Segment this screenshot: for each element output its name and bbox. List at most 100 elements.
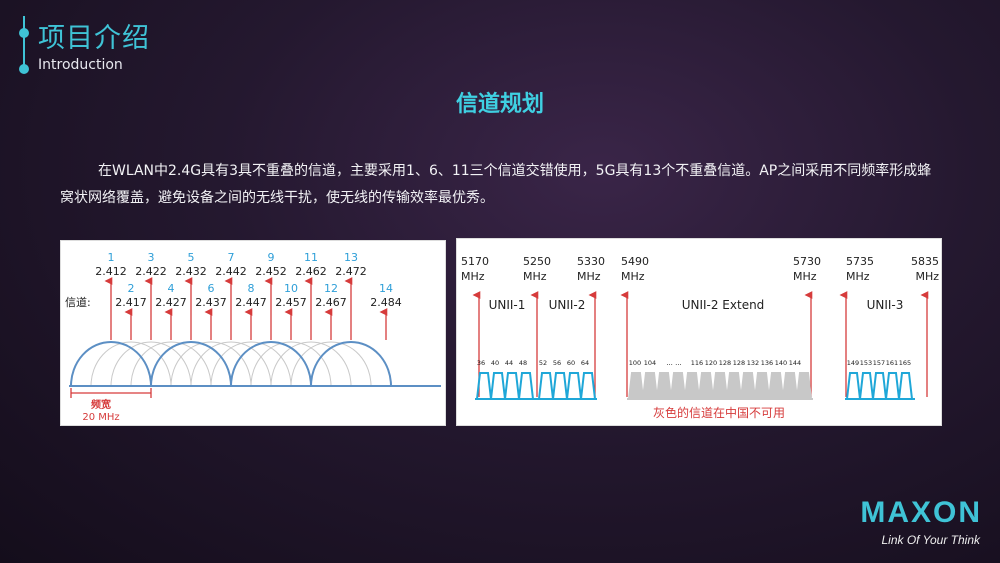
- channel-shape: [580, 372, 596, 400]
- channel-number: 48: [519, 359, 527, 367]
- channel-5g-svg: 5170MHz5250MHz5330MHz5490MHz5730MHz5735M…: [461, 255, 939, 420]
- channel-frequency: 2.462: [295, 265, 327, 278]
- channel-number: 116: [691, 359, 703, 367]
- channel-arc-grey: [210, 341, 292, 387]
- bandwidth-label: 频宽: [91, 398, 111, 411]
- band-label: UNII-3: [867, 298, 904, 312]
- channel-number: 9: [268, 251, 275, 264]
- channel-number: 7: [228, 251, 235, 264]
- channel-label: 信道:: [65, 295, 91, 309]
- channel-number: 161: [886, 359, 898, 367]
- channel-frequency: 2.467: [315, 296, 347, 309]
- channel-number: 40: [491, 359, 499, 367]
- frequency-value: 5250: [523, 255, 551, 268]
- channel-shape-unavailable: [740, 372, 756, 400]
- availability-note: 灰色的信道在中国不可用: [653, 405, 785, 420]
- channel-number: 13: [344, 251, 358, 264]
- channel-number: 8: [248, 282, 255, 295]
- channel-shape-unavailable: [628, 372, 644, 400]
- channel-frequency: 2.447: [235, 296, 267, 309]
- channel-number: 60: [567, 359, 575, 367]
- frequency-unit: MHz: [915, 270, 939, 283]
- channel-24g-svg: 12.41232.42252.43272.44292.452112.462132…: [65, 251, 441, 423]
- channel-number: 104: [644, 359, 656, 367]
- header-accent-dot: [19, 64, 29, 74]
- channel-number: 149: [847, 359, 859, 367]
- frequency-unit: MHz: [621, 270, 645, 283]
- channel-shape-unavailable: [782, 372, 798, 400]
- channel-number: 153: [860, 359, 872, 367]
- channel-shape-unavailable: [754, 372, 770, 400]
- channel-shape: [872, 372, 887, 400]
- frequency-value: 5735: [846, 255, 874, 268]
- channel-frequency: 2.452: [255, 265, 287, 278]
- channel-shape-unavailable: [796, 372, 812, 400]
- channel-number: 165: [899, 359, 911, 367]
- channel-frequency: 2.427: [155, 296, 187, 309]
- channel-number: 128: [733, 359, 745, 367]
- channel-shape: [552, 372, 568, 400]
- channel-arc-grey: [250, 341, 332, 387]
- section-subtitle: Introduction: [38, 57, 123, 73]
- section-title: 项目介绍: [38, 23, 150, 54]
- channel-shape-unavailable: [656, 372, 672, 400]
- channel-frequency: 2.484: [370, 296, 402, 309]
- channel-shape: [566, 372, 582, 400]
- channel-number: 100: [629, 359, 641, 367]
- channel-frequency: 2.432: [175, 265, 207, 278]
- channel-number: 12: [324, 282, 338, 295]
- channel-number: 144: [789, 359, 801, 367]
- channel-arc-grey: [90, 341, 172, 387]
- frequency-value: 5170: [461, 255, 489, 268]
- channel-shape-unavailable: [768, 372, 784, 400]
- band-label: UNII-2: [549, 298, 586, 312]
- channel-shape-unavailable: [698, 372, 714, 400]
- channel-frequency: 2.457: [275, 296, 307, 309]
- channel-arc: [310, 341, 392, 387]
- channel-number: 11: [304, 251, 318, 264]
- channel-shape: [504, 372, 520, 400]
- channel-shape: [538, 372, 554, 400]
- channel-number: 157: [873, 359, 885, 367]
- channel-frequency: 2.412: [95, 265, 127, 278]
- channel-number: 36: [477, 359, 485, 367]
- channel-frequency: 2.472: [335, 265, 367, 278]
- channel-shape: [490, 372, 506, 400]
- channel-ellipsis: ... ...: [666, 359, 682, 367]
- brand-tagline: Link Of Your Think: [881, 533, 981, 547]
- header-accent-dot: [19, 28, 29, 38]
- channel-number: 56: [553, 359, 561, 367]
- channel-number: 14: [379, 282, 393, 295]
- channel-shape: [476, 372, 492, 400]
- channel-frequency: 2.417: [115, 296, 147, 309]
- channel-arc-grey: [170, 341, 252, 387]
- channel-shape: [898, 372, 913, 400]
- channel-number: 4: [168, 282, 175, 295]
- channel-number: 128: [719, 359, 731, 367]
- slide-title: 信道规划: [455, 92, 544, 117]
- channel-shape-unavailable: [684, 372, 700, 400]
- channel-arc-grey: [290, 341, 372, 387]
- channel-shape-unavailable: [670, 372, 686, 400]
- band-label: UNII-2 Extend: [682, 298, 765, 312]
- channel-number: 52: [539, 359, 547, 367]
- channel-arc-grey: [130, 341, 212, 387]
- intro-paragraph: 在WLAN中2.4G具有3具不重叠的信道，主要采用1、6、11三个信道交错使用，…: [60, 163, 932, 206]
- channel-arc-grey: [190, 341, 272, 387]
- bandwidth-value: 20 MHz: [82, 412, 119, 423]
- channel-arc-grey: [270, 341, 352, 387]
- frequency-unit: MHz: [577, 270, 601, 283]
- channel-number: 120: [705, 359, 717, 367]
- channel-number: 64: [581, 359, 589, 367]
- frequency-value: 5835: [911, 255, 939, 268]
- band-label: UNII-1: [489, 298, 526, 312]
- channel-shape: [859, 372, 874, 400]
- frequency-value: 5490: [621, 255, 649, 268]
- channel-shape: [518, 372, 534, 400]
- channel-shape: [846, 372, 861, 400]
- channel-number: 10: [284, 282, 298, 295]
- channel-number: 2: [128, 282, 135, 295]
- frequency-unit: MHz: [846, 270, 870, 283]
